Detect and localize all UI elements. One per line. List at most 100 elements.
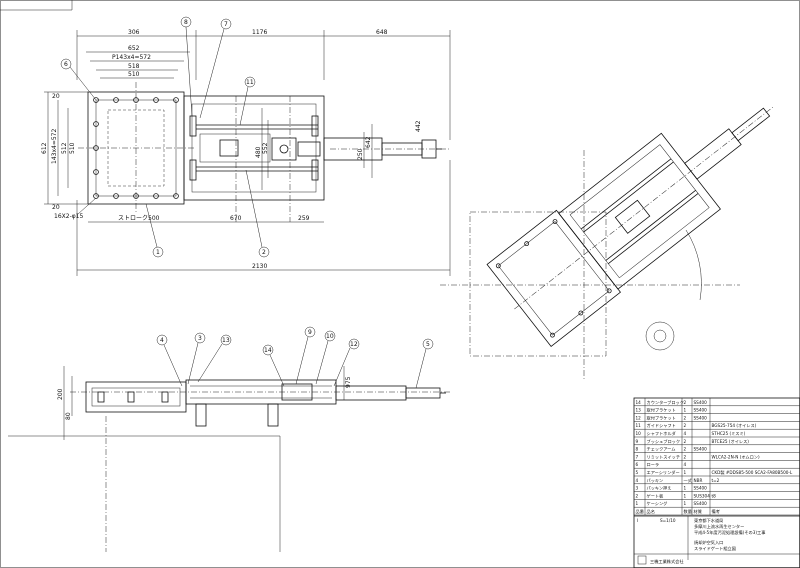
svg-text:12: 12: [350, 341, 358, 348]
table-cell-qty: 1: [684, 408, 687, 413]
table-cell-name: エアーシリンダー: [647, 469, 680, 476]
table-cell-qty: 1: [684, 486, 687, 491]
dim-left-4: 510: [69, 142, 76, 154]
title-line-3: 平成4-5年度汚泥処理設備(その3)工事: [694, 529, 765, 536]
svg-text:1: 1: [156, 249, 160, 256]
revision-mark: I: [637, 518, 638, 523]
balloon-14: 14: [262, 344, 285, 387]
side-dim-1: 200: [57, 388, 64, 400]
svg-text:4: 4: [160, 337, 164, 344]
table-cell-name: シャフトホルダ: [647, 430, 676, 437]
svg-text:14: 14: [264, 347, 272, 354]
table-cell-mat: SS400: [694, 447, 708, 452]
iso-cylinder: [684, 128, 742, 180]
plan-view: 306 1176 648 652 P143x4=572 518 510: [41, 16, 451, 276]
table-cell-no: 10: [636, 431, 642, 436]
title-line-2: 多摩川上流水再生センター: [694, 523, 744, 530]
side-dim-2: 80: [65, 412, 72, 420]
svg-text:8: 8: [184, 19, 188, 26]
dim-mid-1: 652: [128, 45, 140, 52]
hole-label: 16X2-φ15: [54, 213, 84, 220]
stroke-label: ストローク500: [118, 215, 160, 222]
side-dim-3: 975: [345, 376, 352, 388]
table-cell-no: 14: [636, 400, 642, 405]
title-line-4: 焼却炉空気入口: [694, 539, 723, 546]
svg-text:11: 11: [246, 79, 254, 86]
balloon-4: 4: [156, 334, 183, 387]
dim-right-2: 250: [357, 148, 364, 160]
balloon-8: 8: [180, 16, 193, 117]
table-cell-name: ガイドシャフト: [647, 422, 676, 429]
svg-text:3: 3: [198, 335, 202, 342]
table-cell-qty: 2: [684, 400, 687, 405]
dim-left-3: 512: [61, 142, 68, 154]
bushing-block: [271, 137, 297, 161]
dim-total: 2130: [252, 263, 267, 270]
dim-mid-2: 518: [128, 63, 140, 70]
balloon-11: 11: [239, 76, 256, 126]
table-cell-name: ゲート板: [647, 492, 665, 499]
guide-frame: [183, 95, 325, 201]
flange-bolts: [93, 97, 179, 199]
dim-top-2: 1176: [252, 29, 267, 36]
table-cell-mat: SS400: [694, 486, 708, 491]
table-cell-no: 品番: [636, 508, 645, 515]
dim-bottom-2: 259: [298, 215, 310, 222]
table-cell-qty: 2: [684, 415, 687, 420]
table-cell-no: 11: [636, 423, 642, 428]
table-cell-note: 備考: [712, 508, 720, 515]
title-block: I S=1/10 東京都下水道局 多摩川上流水再生センター 平成4-5年度汚泥処…: [634, 515, 800, 565]
table-cell-no: 2: [636, 493, 639, 498]
table-cell-name: ブッシュブロック: [647, 438, 681, 445]
svg-text:2: 2: [262, 249, 266, 256]
company-name: 三機工業株式会社: [650, 558, 684, 565]
table-cell-mat: SS400: [694, 408, 708, 413]
svg-text:13: 13: [222, 337, 230, 344]
balloon-2: 2: [245, 169, 270, 258]
balloon-12: 12: [333, 338, 360, 387]
table-cell-name: ローラ: [647, 462, 660, 468]
table-cell-qty: 1: [684, 493, 687, 498]
table-cell-note: t8: [712, 493, 717, 498]
table-cell-note: t=2: [712, 478, 720, 483]
table-cell-no: 9: [636, 439, 639, 444]
table-cell-mat: SS400: [694, 501, 708, 506]
balloon-9: 9: [295, 326, 316, 385]
dim-mid-3: 510: [128, 71, 140, 78]
table-cell-qty: 1: [684, 501, 687, 506]
svg-text:10: 10: [326, 333, 334, 340]
balloon-6: 6: [60, 58, 97, 101]
dim-left-5: 20: [52, 93, 60, 100]
table-cell-no: 8: [636, 447, 639, 452]
table-cell-no: 13: [636, 408, 642, 413]
balloon-1: 1: [145, 203, 164, 258]
table-cell-qty: 4: [684, 431, 687, 436]
company-logo: [637, 555, 647, 565]
table-cell-name: ケーシング: [647, 500, 668, 507]
svg-text:5: 5: [426, 341, 430, 348]
gate-plate: [199, 133, 271, 163]
table-cell-qty: 2: [684, 439, 687, 444]
dim-pitch: P143x4=572: [112, 54, 151, 61]
table-cell-name: 取付ブラケット: [647, 414, 676, 421]
table-cell-no: 4: [636, 478, 639, 483]
title-line-5: スライドゲート組立図: [694, 545, 736, 552]
table-cell-note: STHC25 (ミスミ): [712, 431, 746, 436]
table-cell-mat: 材質: [694, 508, 702, 515]
table-cell-name: リミットスイッチ: [647, 454, 681, 459]
dim-bottom-1: 670: [230, 215, 242, 222]
table-cell-qty: 数量: [684, 508, 692, 515]
dim-top-3: 648: [376, 29, 388, 36]
table-cell-note: CKD製 #DDS85-500 SCA2-FA80B500-L: [712, 469, 793, 476]
table-cell-no: 3: [636, 486, 639, 491]
dim-left-2: 143x4=572: [51, 129, 58, 164]
table-cell-note: WLCA2-2N-N (オムロン): [712, 454, 760, 459]
